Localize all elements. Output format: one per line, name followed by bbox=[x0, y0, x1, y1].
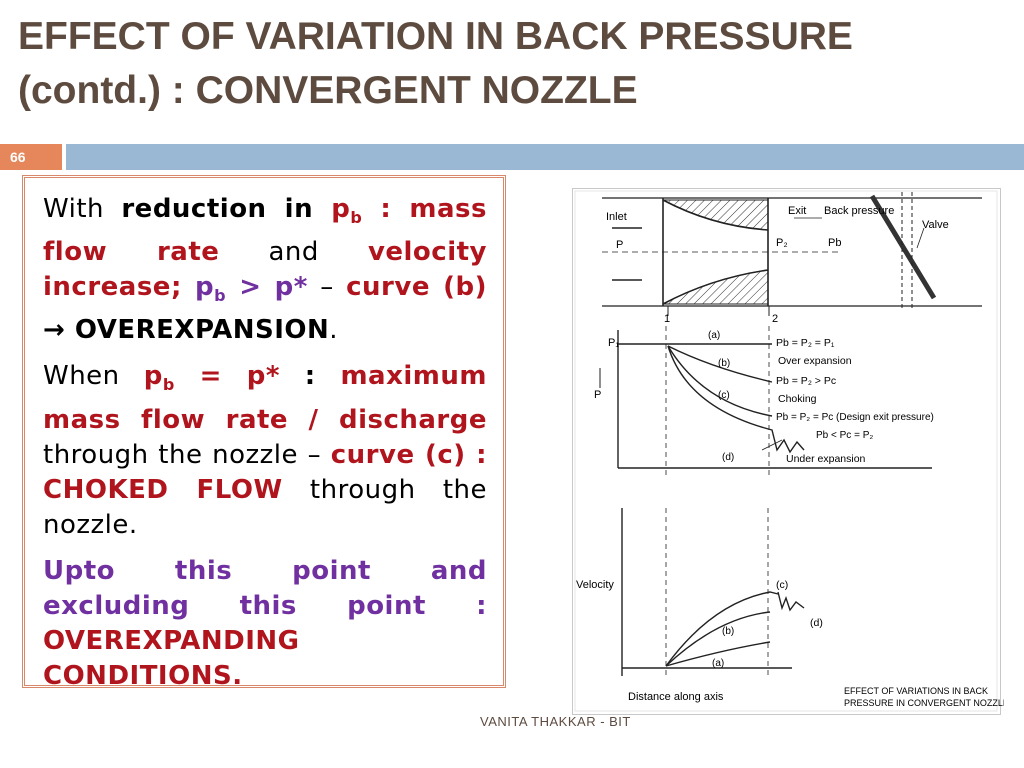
leader-line bbox=[761, 439, 783, 451]
paragraph-choked-flow: When pb = p* : maximum mass flow rate / … bbox=[43, 359, 487, 542]
text-span: through the nozzle. bbox=[43, 474, 488, 540]
figure-caption-line-2: PRESSURE IN CONVERGENT NOZZLE bbox=[844, 698, 1004, 708]
velocity-curve-d-label: (d) bbox=[810, 617, 823, 629]
paragraph-overexpansion: With reduction in pb : mass flow rate an… bbox=[43, 192, 487, 348]
p1-label: P₁ bbox=[608, 337, 619, 349]
text-span: When bbox=[43, 361, 144, 392]
velocity-curve-a-label: (a) bbox=[712, 658, 724, 669]
velocity-curve-c-label: (c) bbox=[776, 579, 788, 591]
pressure-plot bbox=[599, 326, 932, 478]
inlet-label: Inlet bbox=[606, 211, 627, 223]
text-span: : mass flow rate bbox=[43, 194, 487, 268]
velocity-curve-b-label: (b) bbox=[722, 626, 734, 637]
text-span: reduction in bbox=[121, 194, 332, 224]
text-span: . bbox=[329, 315, 339, 346]
slide-number: 66 bbox=[0, 144, 62, 170]
hatched-wall-top bbox=[662, 199, 769, 231]
nozzle-diagram-svg: Inlet P Exit Back pressure P₂ Pb Valve 1… bbox=[572, 188, 1009, 715]
pb-symbol: pb bbox=[143, 361, 175, 395]
distance-axis-label: Distance along axis bbox=[628, 691, 724, 703]
section-2-label: 2 bbox=[772, 313, 778, 325]
p2-label: P₂ bbox=[776, 237, 788, 249]
pb-symbol: pb bbox=[195, 272, 227, 306]
figure-caption-line-1: EFFECT OF VARIATIONS IN BACK bbox=[844, 686, 988, 696]
velocity-curve-c bbox=[665, 591, 779, 667]
eq-c-label: Pb = P₂ = Pc (Design exit pressure) bbox=[776, 412, 934, 423]
text-span: – bbox=[307, 272, 347, 303]
eq-b-label: Pb = P₂ > Pc bbox=[776, 375, 836, 387]
text-span: maximum mass flow rate / discharge bbox=[43, 361, 487, 435]
curve-c-label: (c) bbox=[718, 390, 730, 401]
over-expansion-label: Over expansion bbox=[778, 355, 852, 367]
leader-line bbox=[916, 227, 925, 249]
text-span: = p* bbox=[174, 361, 280, 392]
exit-label: Exit bbox=[788, 205, 806, 217]
valve-label: Valve bbox=[922, 219, 949, 231]
choking-label: Choking bbox=[778, 393, 817, 405]
text-span: > p* bbox=[226, 272, 308, 303]
p-axis-label: P bbox=[594, 389, 601, 401]
text-span: curve (c) : CHOKED FLOW bbox=[43, 439, 487, 505]
curve-b-label: (b) bbox=[718, 358, 730, 369]
velocity-curve-b bbox=[665, 611, 771, 667]
curve-d bbox=[667, 345, 805, 454]
text-span: : bbox=[279, 361, 341, 392]
content-box: With reduction in pb : mass flow rate an… bbox=[22, 175, 506, 691]
header-bar bbox=[66, 144, 1024, 170]
velocity-axis-label: Velocity bbox=[576, 579, 614, 591]
text-span: With bbox=[43, 194, 122, 224]
eq-a-label: Pb = P₂ = P₁ bbox=[776, 337, 835, 349]
valve-plate bbox=[869, 194, 937, 300]
under-expansion-label: Under expansion bbox=[786, 453, 866, 465]
pb-symbol: pb bbox=[331, 194, 363, 228]
text-span: and bbox=[219, 237, 368, 268]
p-label: P bbox=[616, 239, 623, 251]
title-line-2: (contd.) : CONVERGENT NOZZLE bbox=[18, 69, 638, 112]
text-span: through the nozzle – bbox=[43, 439, 331, 470]
curve-a-label: (a) bbox=[708, 330, 720, 341]
slide-title: EFFECT OF VARIATION IN BACK PRESSURE (co… bbox=[18, 10, 1008, 118]
velocity-plot bbox=[621, 508, 805, 676]
text-span: curve (b) bbox=[346, 272, 487, 303]
eq-d-label: Pb < Pc = P₂ bbox=[816, 430, 873, 441]
curve-c bbox=[667, 345, 773, 417]
text-span: → OVEREXPANSION bbox=[43, 315, 330, 346]
back-pressure-label: Back pressure bbox=[824, 205, 894, 217]
velocity-curve-a bbox=[665, 641, 771, 667]
text-span: Upto this point and excluding this point… bbox=[43, 555, 487, 621]
text-span: OVEREXPANDING CONDITIONS. bbox=[43, 625, 300, 691]
nozzle-diagram: Inlet P Exit Back pressure P₂ Pb Valve 1… bbox=[572, 188, 1009, 716]
section-1-label: 1 bbox=[664, 313, 670, 325]
velocity-curve-d bbox=[777, 591, 805, 612]
title-line-1: EFFECT OF VARIATION IN BACK PRESSURE bbox=[18, 15, 853, 58]
curve-b bbox=[667, 345, 773, 383]
curve-d-label: (d) bbox=[722, 452, 734, 463]
hatched-wall-bottom bbox=[662, 269, 769, 305]
text-span: velocity increase; bbox=[43, 237, 487, 303]
pb-label: Pb bbox=[828, 237, 841, 249]
paragraph-overexpanding-conditions: Upto this point and excluding this point… bbox=[43, 554, 487, 694]
nozzle-section bbox=[602, 192, 982, 316]
footer-author: VANITA THAKKAR - BIT bbox=[480, 714, 631, 729]
